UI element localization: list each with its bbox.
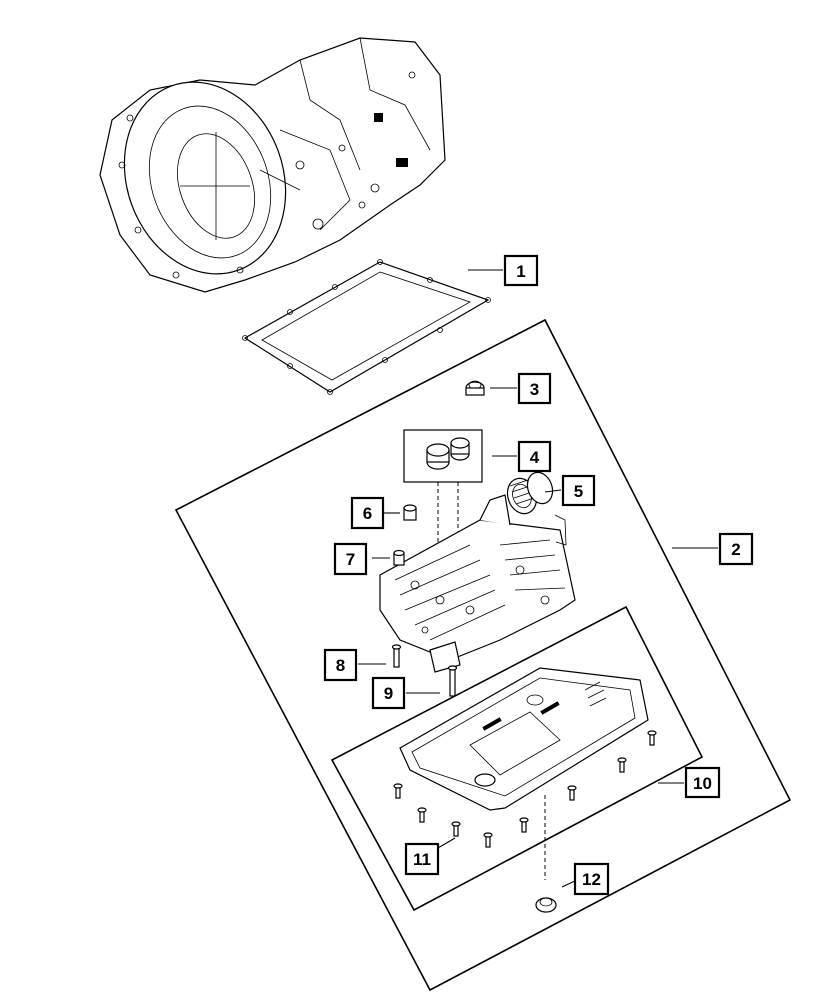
filter-screen-illustration: [403, 504, 417, 521]
callout-11: 11: [404, 842, 440, 876]
callout-4: 4: [517, 440, 552, 473]
seals-illustration: [403, 429, 483, 545]
callout-1-label: 1: [516, 262, 525, 281]
callout-12-label: 12: [582, 870, 601, 889]
callout-5-label: 5: [574, 482, 583, 501]
oil-pan-illustration: [399, 667, 649, 880]
gasket-illustration: [242, 259, 491, 395]
callout-9: 9: [371, 676, 406, 710]
callout-8: 8: [323, 648, 358, 682]
callout-6: 6: [350, 496, 385, 530]
callout-5: 5: [561, 474, 596, 507]
callout-2-label: 2: [731, 540, 740, 559]
callout-3-label: 3: [530, 380, 539, 399]
callout-7: 7: [333, 542, 368, 576]
callout-1: 1: [503, 254, 539, 287]
leader-lines: [358, 269, 718, 888]
plug-illustration: [465, 380, 485, 396]
drain-plug-illustration: [535, 897, 557, 913]
callout-9-label: 9: [384, 684, 393, 703]
valve-body-illustration: [379, 494, 576, 673]
callout-8-label: 8: [336, 656, 345, 675]
callout-4-label: 4: [530, 448, 540, 467]
valve-body-group-frame: [174, 318, 792, 992]
callout-7-label: 7: [346, 550, 355, 569]
callout-10: 10: [684, 766, 721, 799]
callout-12: 12: [573, 862, 610, 896]
oil-pan-group-frame: [330, 605, 704, 912]
long-bolt-illustration: [447, 665, 458, 697]
solenoid-illustration: [506, 471, 554, 515]
pan-bolts-illustration: [393, 730, 657, 848]
spring-illustration: [393, 549, 405, 566]
short-bolt-illustration: [391, 644, 402, 668]
callout-6-label: 6: [363, 504, 372, 523]
callout-10-label: 10: [693, 774, 712, 793]
transmission-case-illustration: [99, 37, 446, 293]
callout-11-label: 11: [413, 850, 431, 869]
callout-3: 3: [517, 372, 552, 405]
callout-2: 2: [718, 532, 754, 566]
